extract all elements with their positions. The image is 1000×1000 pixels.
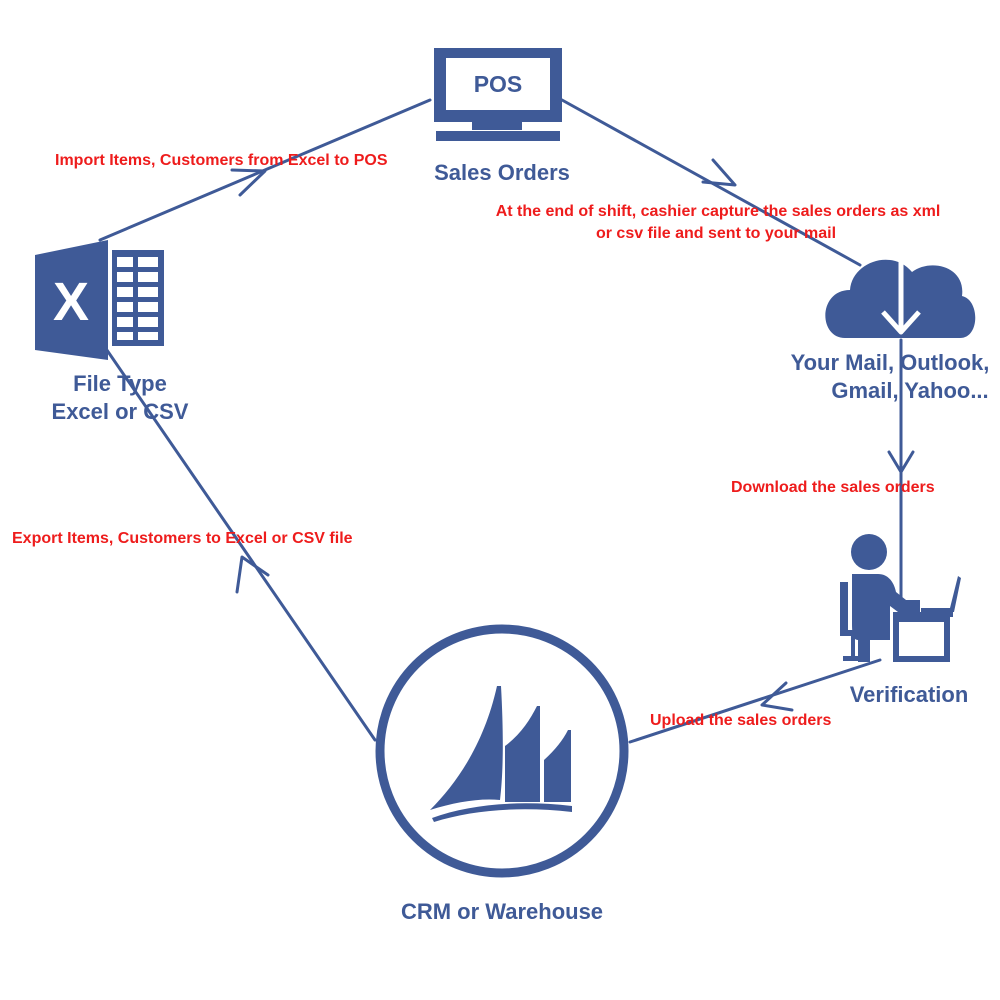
edge-label-import: Import Items, Customers from Excel to PO… <box>55 152 388 169</box>
file-node: X File Type Excel or CSV <box>35 240 189 424</box>
excel-letter: X <box>53 272 89 332</box>
connector-crm-to-file <box>98 338 377 742</box>
verification-label: Verification <box>850 682 969 707</box>
excel-icon: X <box>35 240 164 360</box>
file-label-line2: Excel or CSV <box>52 399 189 424</box>
arrowhead-crm-to-file <box>235 555 270 594</box>
verification-node: Verification <box>840 534 968 707</box>
monitor-icon: POS <box>434 48 562 141</box>
mail-label-line1: Your Mail, Outlook, <box>791 350 990 375</box>
file-label-line1: File Type <box>73 371 167 396</box>
edge-label-export: Export Items, Customers to Excel or CSV … <box>12 530 353 547</box>
connector-verification-to-crm <box>628 658 882 744</box>
arrowhead-verification-to-crm <box>760 681 794 712</box>
pos-screen-label: POS <box>474 71 523 97</box>
mail-node: Your Mail, Outlook, Gmail, Yahoo... <box>791 259 990 403</box>
pos-node: POS Sales Orders <box>434 48 570 185</box>
arrowhead-mail-to-verification <box>887 450 915 474</box>
crm-label: CRM or Warehouse <box>401 899 603 924</box>
mail-label-line2: Gmail, Yahoo... <box>831 378 988 403</box>
cloud-download-icon <box>825 259 976 338</box>
crm-node: CRM or Warehouse <box>375 624 629 924</box>
edge-label-capture-line1: At the end of shift, cashier capture the… <box>496 203 941 220</box>
arrowhead-file-to-pos <box>230 168 267 197</box>
pos-node-label: Sales Orders <box>434 160 570 185</box>
person-at-desk-icon <box>840 534 961 662</box>
arrowhead-pos-to-mail <box>701 158 737 187</box>
dynamics-logo-icon <box>430 686 572 822</box>
edge-label-upload: Upload the sales orders <box>650 712 831 729</box>
edge-label-capture-line2: or csv file and sent to your mail <box>596 225 836 242</box>
edge-label-download: Download the sales orders <box>731 479 935 496</box>
